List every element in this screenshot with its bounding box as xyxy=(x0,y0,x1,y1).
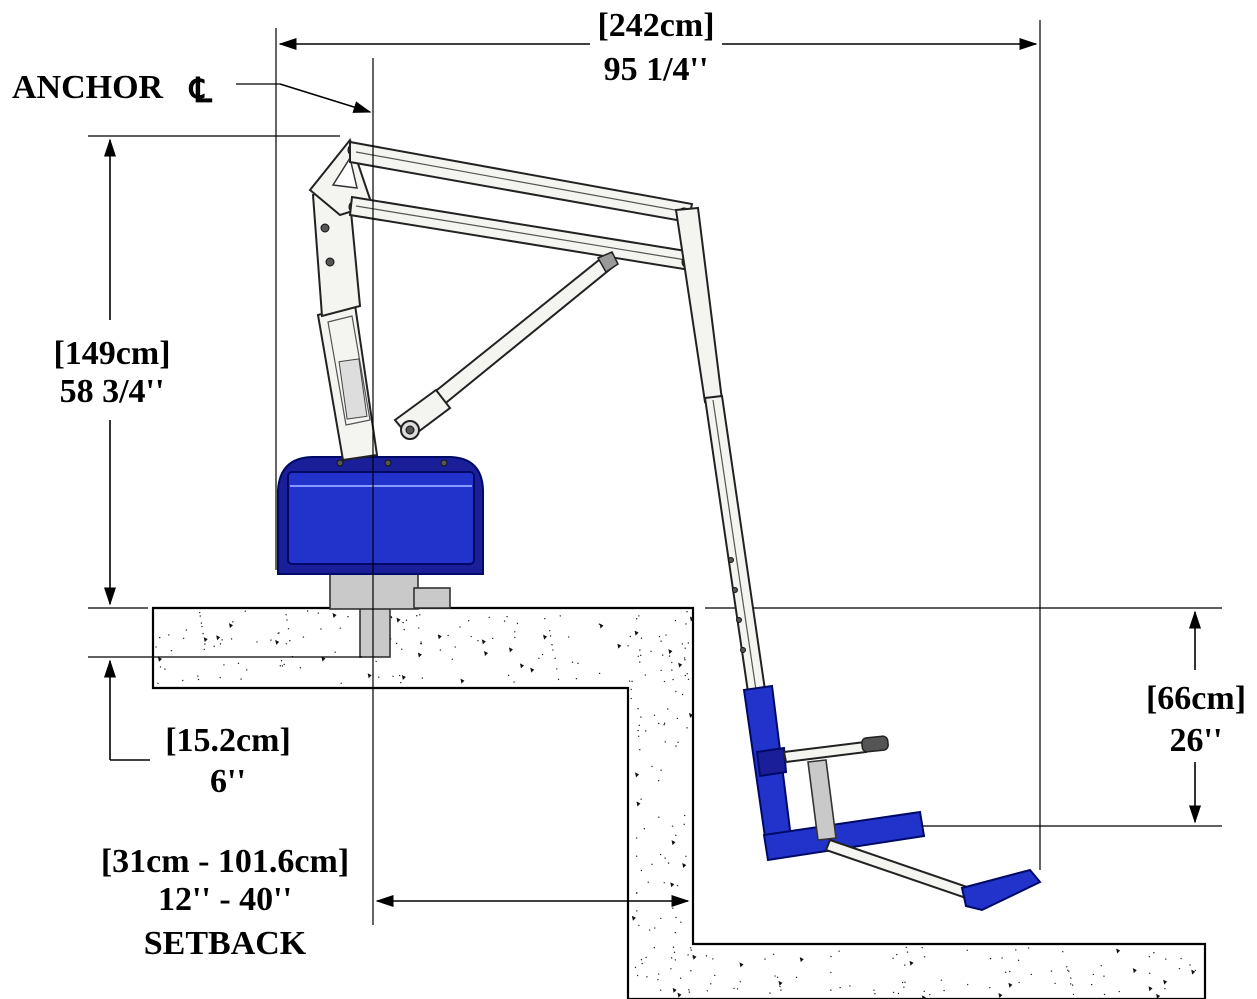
seat-base xyxy=(762,810,926,862)
width-metric: [242cm] xyxy=(597,7,714,44)
seat-depth-metric: [66cm] xyxy=(1146,680,1246,717)
width-imperial: 95 1/4'' xyxy=(604,51,709,88)
drop-arm-upper xyxy=(674,206,724,404)
motor-housing xyxy=(277,456,484,575)
anchor-leader xyxy=(279,83,372,113)
setback-metric: [31cm - 101.6cm] xyxy=(101,843,349,880)
height-imperial: 58 3/4'' xyxy=(60,373,165,410)
mast-collar xyxy=(329,573,419,610)
centerline-symbol: ℄ xyxy=(188,73,213,110)
deck-slab xyxy=(151,606,1207,999)
anchor-depth-metric: [15.2cm] xyxy=(165,722,291,759)
setback-label: SETBACK xyxy=(144,925,307,962)
lift-arm xyxy=(308,137,767,694)
seat-depth-imperial: 26'' xyxy=(1170,722,1223,759)
anchor-depth-imperial: 6'' xyxy=(210,763,246,800)
lift-seat xyxy=(742,684,1042,912)
drop-arm-lower xyxy=(703,394,767,694)
footrest-pad xyxy=(960,868,1042,912)
setback-imperial: 12'' - 40'' xyxy=(158,881,292,918)
actuator-rod xyxy=(430,254,616,408)
seat-bracket xyxy=(755,746,788,778)
pool-deck xyxy=(151,606,1222,999)
concrete-speckles xyxy=(155,610,1197,999)
base-flange xyxy=(413,587,451,609)
footrest-bar xyxy=(824,838,972,900)
housing-face xyxy=(287,471,475,565)
anchor-label: ANCHOR xyxy=(12,69,164,106)
height-metric: [149cm] xyxy=(53,335,170,372)
arm-rest xyxy=(782,740,868,764)
seat-post xyxy=(807,759,837,841)
anchor-socket xyxy=(329,573,451,658)
